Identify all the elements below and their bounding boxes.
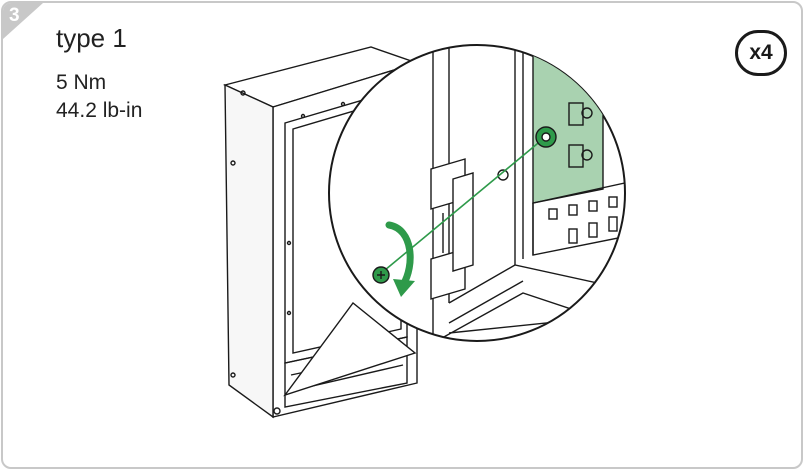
assembly-illustration xyxy=(3,3,626,419)
step-corner-tab xyxy=(3,3,43,39)
step-number: 3 xyxy=(9,5,20,26)
torque-metric: 5 Nm xyxy=(56,71,107,94)
torque-imperial: 44.2 lb-in xyxy=(56,99,143,122)
step-title: type 1 xyxy=(56,23,127,53)
callout-pointer xyxy=(283,301,417,397)
quantity-badge: x4 xyxy=(735,30,787,76)
